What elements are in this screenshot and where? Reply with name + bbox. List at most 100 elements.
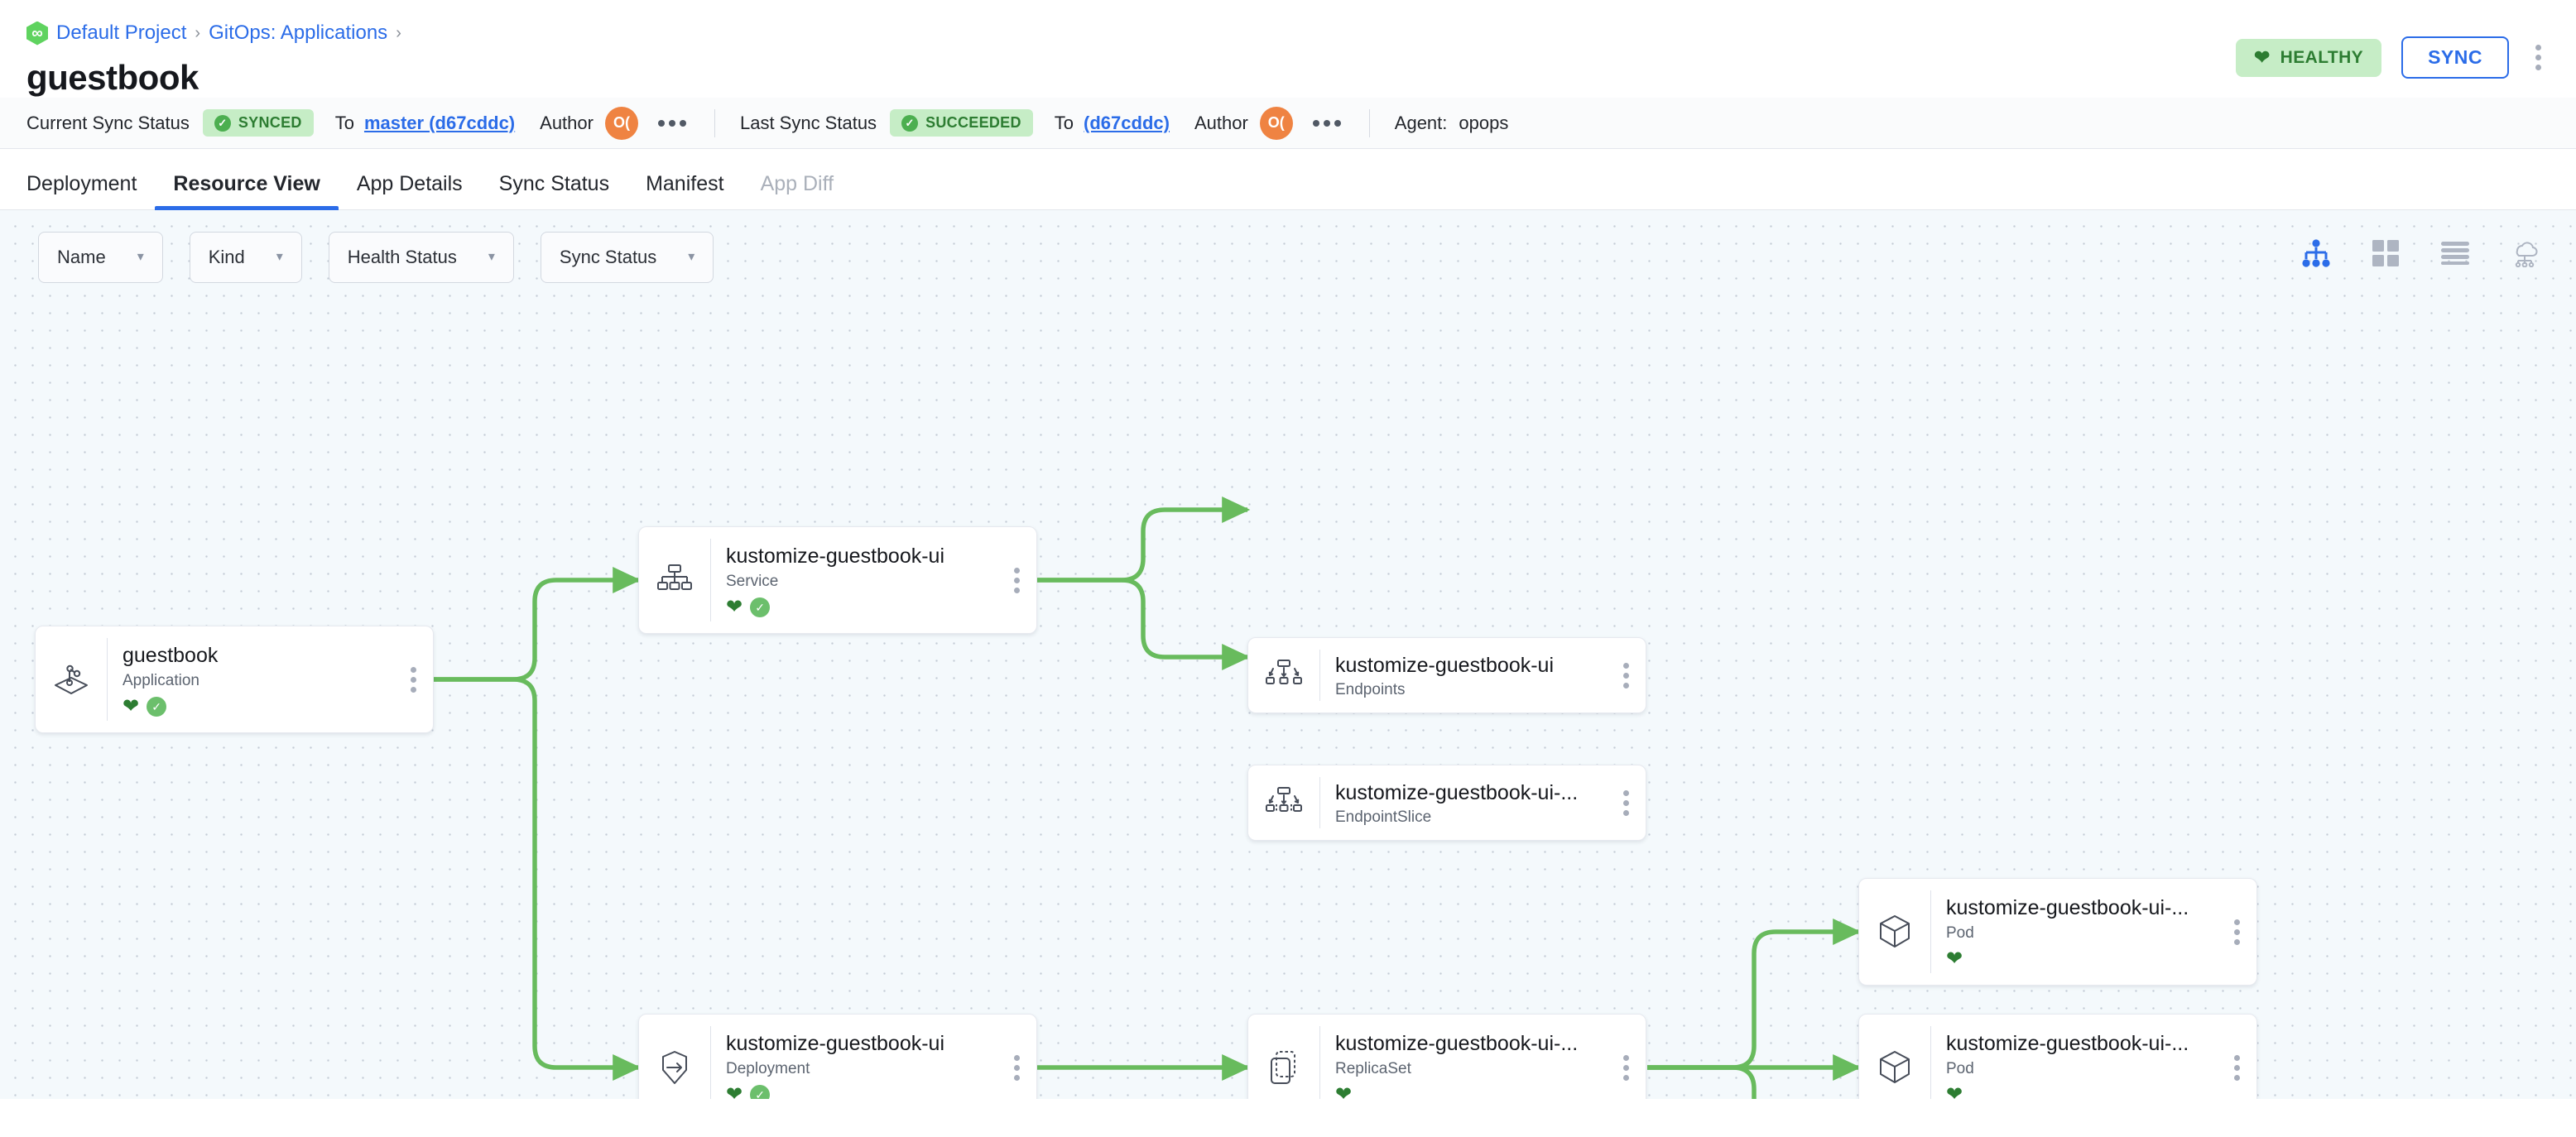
graph-node-pod-1[interactable]: kustomize-guestbook-ui-... Pod ❤ bbox=[1858, 878, 2257, 986]
node-kind: Pod bbox=[1946, 924, 1974, 942]
node-menu-icon[interactable] bbox=[393, 626, 433, 732]
status-badge-healthy: ❤ HEALTHY bbox=[2236, 38, 2382, 77]
node-badges: ❤ ✓ bbox=[726, 1084, 997, 1100]
chevron-down-icon: ▾ bbox=[137, 250, 144, 265]
node-body: kustomize-guestbook-ui-... Pod ❤ bbox=[1931, 1015, 2217, 1099]
check-circle-icon-2: ✓ bbox=[901, 114, 919, 132]
node-menu-icon[interactable] bbox=[2217, 879, 2256, 985]
node-menu-icon[interactable] bbox=[1606, 638, 1646, 712]
node-title: kustomize-guestbook-ui-... bbox=[1335, 1032, 1579, 1055]
grid-icon[interactable] bbox=[2369, 237, 2402, 270]
health-badge-label: HEALTHY bbox=[2280, 47, 2364, 67]
filter-health-status-label: Health Status bbox=[347, 247, 457, 268]
node-title: kustomize-guestbook-ui bbox=[726, 545, 945, 568]
tab-sync-status[interactable]: Sync Status bbox=[498, 172, 610, 196]
node-kind: Deployment bbox=[726, 1059, 810, 1077]
last-to-label: To bbox=[1054, 112, 1074, 133]
cloud-network-icon[interactable] bbox=[2508, 237, 2541, 270]
graph-node-endpointslice[interactable]: kustomize-guestbook-ui-... EndpointSlice bbox=[1247, 765, 1646, 842]
current-to-label: To bbox=[334, 112, 354, 133]
sync-button[interactable]: SYNC bbox=[2401, 36, 2509, 79]
current-more-icon[interactable] bbox=[655, 115, 690, 132]
node-divider bbox=[710, 1026, 711, 1100]
breadcrumb-separator-icon: › bbox=[195, 23, 201, 42]
graph-node-service[interactable]: kustomize-guestbook-ui Service ❤ ✓ bbox=[638, 526, 1037, 635]
filter-name-label: Name bbox=[57, 247, 106, 268]
current-author-label: Author bbox=[540, 112, 594, 133]
agent-value: opops bbox=[1459, 112, 1509, 133]
page-header: ∞ Default Project › GitOps: Applications… bbox=[0, 0, 2576, 98]
filter-health-status-select[interactable]: Health Status ▾ bbox=[328, 232, 514, 284]
current-revision-link[interactable]: master (d67cddc) bbox=[363, 112, 516, 133]
node-badges: ❤ ✓ bbox=[726, 597, 997, 618]
resource-graph-canvas[interactable]: Name ▾ Kind ▾ Health Status ▾ Sync Statu… bbox=[0, 210, 2576, 1100]
last-revision-link[interactable]: (d67cddc) bbox=[1084, 112, 1170, 133]
edge-app-to-service bbox=[433, 567, 642, 683]
endpointslice-icon bbox=[1248, 765, 1319, 840]
node-menu-icon[interactable] bbox=[1606, 765, 1646, 840]
node-divider bbox=[1930, 890, 1931, 974]
avatar-2[interactable]: O( bbox=[1259, 106, 1293, 140]
list-icon[interactable] bbox=[2439, 237, 2472, 270]
last-sync-status-label: Last Sync Status bbox=[739, 112, 877, 133]
node-menu-icon[interactable] bbox=[997, 1015, 1036, 1099]
node-kind: Application bbox=[123, 671, 199, 689]
filter-name-select[interactable]: Name ▾ bbox=[38, 232, 163, 284]
node-body: kustomize-guestbook-ui Deployment ❤ ✓ bbox=[711, 1015, 997, 1100]
node-title: kustomize-guestbook-ui-... bbox=[1946, 1032, 2189, 1055]
node-body: kustomize-guestbook-ui-... ReplicaSet ❤ bbox=[1320, 1015, 1606, 1099]
tab-deployment[interactable]: Deployment bbox=[26, 172, 137, 196]
heart-icon: ❤ bbox=[726, 595, 743, 618]
graph-node-pod-2[interactable]: kustomize-guestbook-ui-... Pod ❤ bbox=[1858, 1014, 2257, 1100]
hierarchy-icon[interactable] bbox=[2300, 237, 2333, 270]
node-body: guestbook Application ❤ ✓ bbox=[108, 626, 393, 732]
node-menu-icon[interactable] bbox=[997, 527, 1036, 633]
node-divider bbox=[710, 539, 711, 622]
current-sync-status-label: Current Sync Status bbox=[26, 112, 190, 133]
breadcrumb: ∞ Default Project › GitOps: Applications… bbox=[26, 20, 2543, 46]
filter-kind-select[interactable]: Kind ▾ bbox=[189, 232, 302, 284]
tab-resource-view[interactable]: Resource View bbox=[155, 174, 339, 211]
deployment-icon bbox=[639, 1015, 710, 1099]
last-more-icon[interactable] bbox=[1310, 115, 1344, 132]
node-kind: EndpointSlice bbox=[1335, 808, 1432, 827]
last-sync-status-badge: ✓ SUCCEEDED bbox=[890, 109, 1033, 137]
synced-check-icon: ✓ bbox=[750, 597, 771, 617]
node-menu-icon[interactable] bbox=[2217, 1015, 2256, 1099]
endpoints-icon bbox=[1248, 638, 1319, 712]
chevron-down-icon-2: ▾ bbox=[276, 250, 283, 265]
graph-node-application[interactable]: guestbook Application ❤ ✓ bbox=[35, 626, 434, 734]
tab-app-details[interactable]: App Details bbox=[356, 172, 463, 196]
node-body: kustomize-guestbook-ui Service ❤ ✓ bbox=[711, 527, 997, 633]
node-body: kustomize-guestbook-ui-... EndpointSlice bbox=[1320, 765, 1606, 840]
node-menu-icon[interactable] bbox=[1606, 1015, 1646, 1099]
node-divider bbox=[1930, 1026, 1931, 1100]
tab-bar: Deployment Resource View App Details Syn… bbox=[0, 149, 2576, 211]
node-kind: Pod bbox=[1946, 1059, 1974, 1077]
breadcrumb-default-project[interactable]: Default Project bbox=[56, 22, 187, 44]
last-author-label: Author bbox=[1194, 112, 1248, 133]
filter-sync-status-select[interactable]: Sync Status ▾ bbox=[540, 232, 714, 284]
node-badges: ❤ bbox=[1946, 948, 2217, 970]
pod-icon bbox=[1859, 879, 1930, 985]
graph-node-endpoints[interactable]: kustomize-guestbook-ui Endpoints bbox=[1247, 637, 1646, 714]
node-title: kustomize-guestbook-ui-... bbox=[1946, 896, 2189, 919]
kebab-vertical-icon[interactable] bbox=[2529, 40, 2548, 75]
graph-node-deployment[interactable]: kustomize-guestbook-ui Deployment ❤ ✓ bbox=[638, 1014, 1037, 1100]
heart-icon: ❤ bbox=[123, 694, 140, 717]
application-icon bbox=[36, 626, 107, 732]
pod-icon bbox=[1859, 1015, 1930, 1099]
avatar[interactable]: O( bbox=[604, 106, 638, 140]
filter-sync-status-label: Sync Status bbox=[559, 247, 657, 268]
service-icon bbox=[639, 527, 710, 633]
node-divider bbox=[107, 638, 108, 722]
node-divider bbox=[1319, 777, 1320, 829]
tab-manifest[interactable]: Manifest bbox=[646, 172, 724, 196]
edge-replicaset-to-pod-3 bbox=[1647, 1065, 1757, 1100]
graph-node-replicaset[interactable]: kustomize-guestbook-ui-... ReplicaSet ❤ bbox=[1247, 1014, 1646, 1100]
heart-icon: ❤ bbox=[2254, 46, 2271, 68]
node-title: kustomize-guestbook-ui-... bbox=[1335, 780, 1579, 804]
breadcrumb-gitops-applications[interactable]: GitOps: Applications bbox=[209, 22, 388, 44]
synced-check-icon: ✓ bbox=[147, 696, 167, 717]
heart-icon: ❤ bbox=[726, 1082, 743, 1100]
